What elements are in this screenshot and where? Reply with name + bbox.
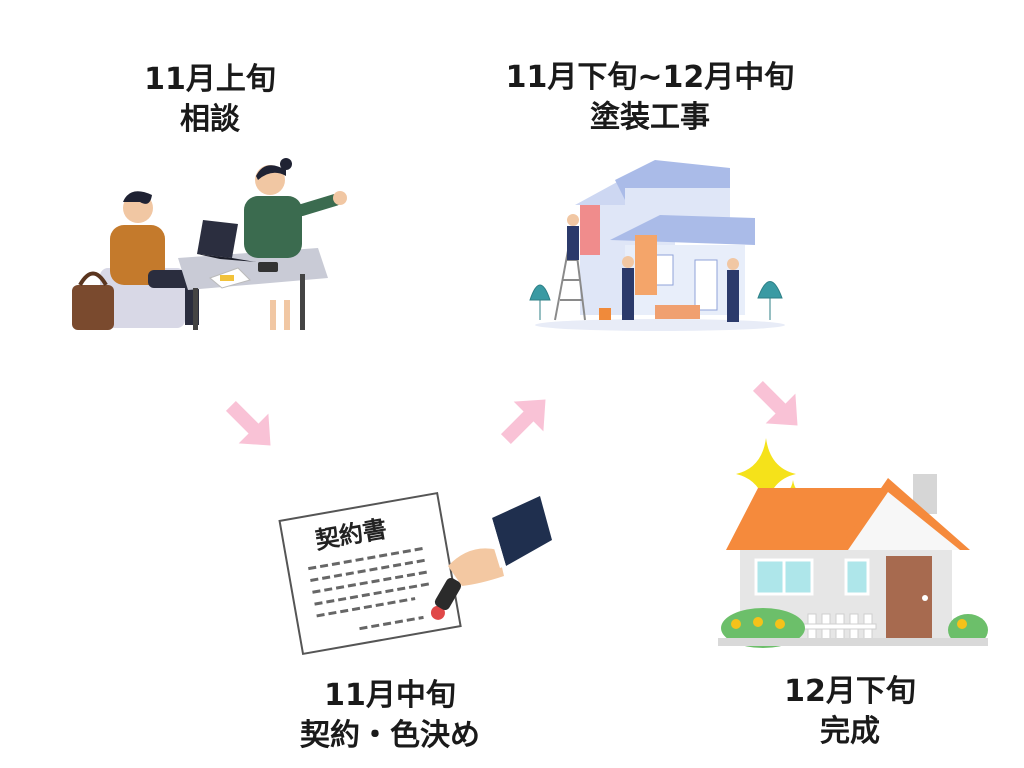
worker-2 [622,256,634,320]
worker-3 [727,258,739,322]
seal-stamp-mark [430,605,445,620]
door-icon [694,259,718,311]
calculator-icon [258,262,278,272]
sleeve-shape [492,496,552,566]
paint-bucket-icon [599,308,611,320]
hand-icon [448,548,504,586]
step-4-title: 完成 [820,714,880,749]
arrow-3-to-4 [752,380,798,426]
house-roof [726,488,888,550]
arrow-1-to-2 [225,400,271,446]
flower-icon [753,617,763,627]
laptop-icon [197,220,238,258]
completed-house-illustration [718,438,988,648]
contract-illustration: 契約書 [278,491,552,656]
arrow-2-to-3 [500,399,546,445]
step-2-period: 11月中旬 [324,678,456,713]
woman-body [244,196,302,258]
flower-icon [957,619,967,629]
consultation-illustration [72,158,347,330]
step-3-label: 11月下旬~12月中旬 塗装工事 [470,58,830,138]
flower-icon [731,619,741,629]
man-body [110,225,165,285]
painting-work-illustration [529,160,785,331]
step-4-label: 12月下旬 完成 [760,672,940,752]
stamp-icon [434,577,462,611]
step-3-period: 11月下旬~12月中旬 [505,60,795,95]
step-1-title: 相談 [180,102,240,137]
step-2-title: 契約・色決め [300,718,480,753]
fence-shape [803,613,877,641]
arrow-shape [500,399,546,445]
tree-icon [529,284,551,320]
step-4-period: 12月下旬 [784,674,916,709]
step-2-label: 11月中旬 契約・色決め [260,676,520,756]
bag-icon [72,285,114,330]
arrow-shape [225,400,271,446]
tree-icon [757,281,783,320]
step-1-period: 11月上旬 [144,62,276,97]
arrow-shape [752,380,798,426]
worker-1 [567,214,579,260]
sparkle-icon [736,438,796,510]
flower-icon [775,619,785,629]
window-icon [844,558,870,596]
contract-paper [278,491,462,656]
step-1-label: 11月上旬 相談 [110,60,310,140]
step-3-title: 塗装工事 [590,100,710,135]
